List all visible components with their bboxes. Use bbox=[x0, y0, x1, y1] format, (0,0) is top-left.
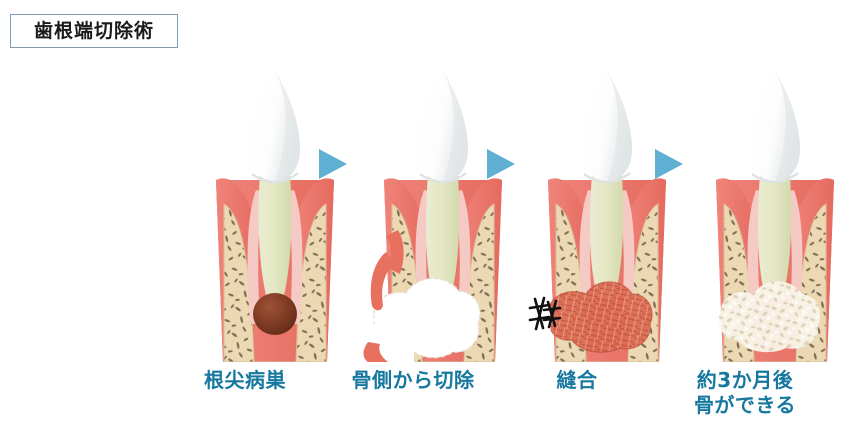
caption-step-3: 縫合 bbox=[477, 368, 677, 393]
step-panel-bone-resection bbox=[358, 62, 528, 362]
arrow-step3-to-step4 bbox=[655, 149, 683, 179]
periapical-lesion-1 bbox=[253, 293, 297, 335]
tooth-diagram-3 bbox=[528, 70, 666, 362]
tooth-diagram-2 bbox=[362, 70, 502, 362]
page-title-box: 歯根端切除術 bbox=[10, 14, 178, 48]
caption-step-3-line1: 縫合 bbox=[556, 368, 598, 392]
caption-step-2-line1: 骨側から切除 bbox=[351, 368, 475, 392]
tooth-root-3 bbox=[590, 174, 624, 298]
arrow-step2-to-step3 bbox=[487, 149, 515, 179]
arrow-step1-to-step2 bbox=[319, 149, 347, 179]
caption-step-1: 根尖病巣 bbox=[145, 368, 345, 393]
caption-step-4: 約3か月後 骨ができる bbox=[645, 368, 845, 418]
step-panel-suture bbox=[522, 62, 692, 362]
caption-step-2: 骨側から切除 bbox=[313, 368, 513, 393]
step-panel-new-bone bbox=[690, 62, 860, 362]
gingival-flap-2 bbox=[363, 230, 404, 362]
caption-step-4-line2: 骨ができる bbox=[693, 393, 797, 417]
tooth-diagram-4 bbox=[716, 70, 834, 362]
suture-marks-3 bbox=[528, 296, 562, 331]
tooth-root-2 bbox=[426, 174, 460, 298]
step-panel-periapical-lesion bbox=[190, 62, 360, 362]
caption-step-1-line1: 根尖病巣 bbox=[204, 368, 286, 392]
page-title: 歯根端切除術 bbox=[33, 19, 154, 42]
tooth-root-1 bbox=[258, 174, 292, 324]
new-bone-4 bbox=[718, 281, 821, 353]
alveolar-bone-1 bbox=[223, 203, 327, 362]
caption-step-4-line1: 約3か月後 bbox=[696, 368, 794, 392]
tooth-root-4 bbox=[758, 174, 792, 298]
tooth-diagram-1 bbox=[216, 70, 334, 362]
granulation-tissue-3 bbox=[546, 281, 653, 353]
